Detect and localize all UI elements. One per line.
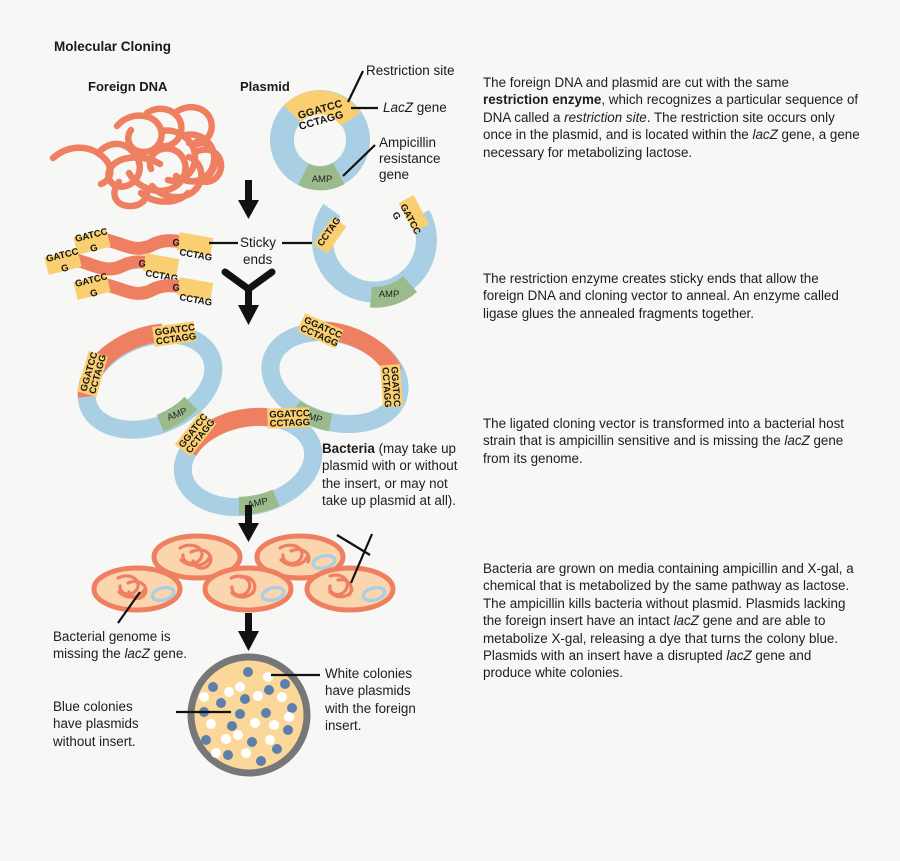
page-title: Molecular Cloning — [54, 39, 171, 54]
callout-amp-line1: Ampicillin — [379, 135, 436, 150]
amp-label-original: AMP — [312, 174, 333, 185]
callout-amp-line3: gene — [379, 167, 409, 182]
blue-colonies-l3: without insert. — [53, 733, 136, 749]
frag2-left-bottom: G — [60, 262, 70, 274]
ligated-plasmid-1: AMP GGATCC CCTAGG GGATCC CCTAGG — [77, 321, 223, 439]
lig2-junction-b-bottom: CCTAGG — [379, 367, 393, 408]
bacteria-cell-3 — [254, 533, 346, 581]
leader-bacterial-genome — [117, 591, 141, 624]
blue-colonies-l1: Blue colonies — [53, 699, 133, 714]
white-colonies-l1: White colonies — [325, 666, 413, 681]
frag2-right-top: G — [137, 258, 146, 270]
paragraph-1: The foreign DNA and plasmid are cut with… — [483, 75, 860, 160]
callout-sticky-ends-line2: ends — [243, 252, 273, 267]
lig2-junction-b-top: GGATCC — [388, 366, 402, 407]
blue-colonies-note: Blue colonies have plasmids without inse… — [53, 698, 193, 750]
arrow-cut-step — [238, 180, 259, 219]
bacterial-genome-note: Bacterial genome is missing the lacZ gen… — [53, 629, 187, 662]
dna-fragment-2: GATCC G G CCTAG — [44, 246, 180, 285]
frag3-left-bottom: G — [89, 287, 99, 299]
blue-colonies-l2: have plasmids — [53, 716, 139, 732]
bacteria-note-rest: (may take up plasmid with or without the… — [322, 441, 458, 509]
callout-lacz-gene: LacZ gene — [383, 100, 447, 115]
bacteria-cell-5 — [304, 565, 396, 613]
lig3-junction-b-top: GGATCC — [269, 408, 310, 420]
white-colonies-l4: insert. — [325, 718, 362, 734]
arrow-anneal-step — [221, 268, 276, 325]
foreign-dna-tangle — [49, 103, 225, 210]
white-colonies-note: White colonies have plasmids with the fo… — [325, 665, 445, 735]
foreign-dna-fragments: GATCC G G CCTAG GATCC G G CCTAG GATCC G … — [44, 226, 214, 309]
leader-amp-resistance — [342, 144, 376, 177]
dna-fragment-3: GATCC G G CCTAG — [73, 271, 214, 309]
bacteria-cells-group — [91, 533, 396, 613]
frag1-left-bottom: G — [89, 242, 99, 254]
bacteria-cell-4 — [202, 565, 294, 613]
callout-amp-line2: resistance — [379, 151, 441, 166]
blue-colonies — [199, 667, 297, 766]
bacteria-note-bold: Bacteria — [322, 441, 375, 456]
amp-label-linearized: AMP — [379, 289, 400, 300]
frag1-right-top: G — [171, 237, 180, 249]
white-colonies-l2: have plasmids — [325, 683, 411, 699]
arrow-transformation-step — [238, 505, 259, 542]
paragraph-3: The ligated cloning vector is transforme… — [483, 416, 844, 466]
heading-foreign-dna: Foreign DNA — [88, 79, 168, 94]
frag3-right-top: G — [171, 282, 180, 294]
ligated-plasmid-3: AMP GGATCC CCTAGG GGATCC CCTAGG — [173, 407, 323, 517]
lig3-junction-b-bottom: CCTAGG — [269, 417, 310, 429]
heading-plasmid: Plasmid — [240, 79, 290, 94]
plasmid-linearized: AMP CCTAG GATCC G — [311, 195, 437, 308]
petri-dish — [187, 653, 311, 777]
callout-sticky-ends-line1: Sticky — [240, 235, 276, 250]
cut-plasmid-right-bottom: G — [389, 210, 402, 222]
leader-restriction-site — [347, 70, 364, 103]
callout-restriction-site: Restriction site — [366, 63, 455, 78]
white-colonies-l3: with the foreign — [325, 700, 416, 716]
bacteria-cell-2 — [151, 533, 243, 581]
bacterial-genome-note-l1: Bacterial genome is — [53, 629, 171, 644]
arrow-plating-step — [238, 613, 259, 651]
leader-bacteria-note-b — [349, 533, 374, 584]
paragraph-4: Bacteria are grown on media containing a… — [483, 561, 854, 681]
amp-label-ligated-3: AMP — [247, 496, 269, 511]
bacterial-genome-note-italic: lacZ — [124, 646, 150, 662]
white-colonies — [199, 672, 294, 758]
bacteria-cell-1 — [91, 565, 183, 613]
bacteria-note: Bacteria (may take up plasmid with or wi… — [322, 440, 472, 510]
paragraph-2: The restriction enzyme creates sticky en… — [483, 271, 839, 321]
